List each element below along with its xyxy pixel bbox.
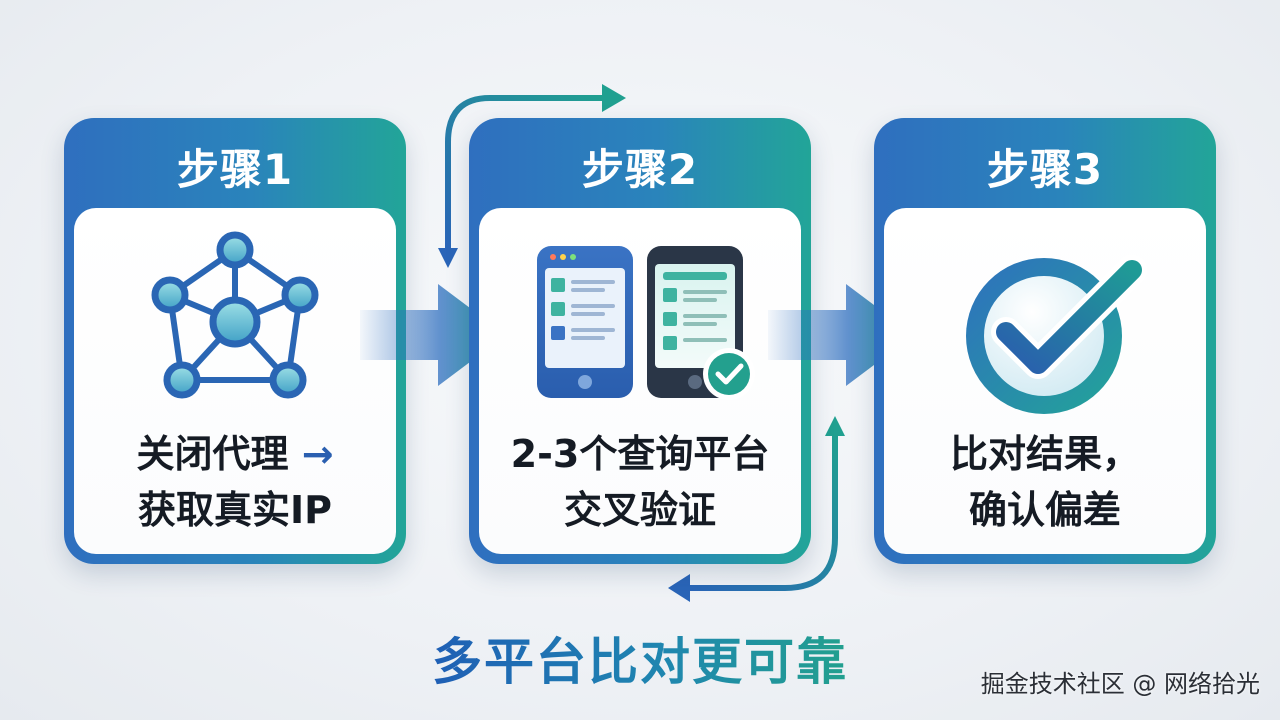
step-description: 比对结果， 确认偏差 <box>874 426 1216 538</box>
step-title: 步骤3 <box>986 145 1104 194</box>
step-card-2: 步骤2 <box>469 118 811 564</box>
step-card-1: 步骤1 关闭代理 → <box>64 118 406 564</box>
step-description: 2-3个查询平台 交叉验证 <box>469 426 811 538</box>
step-line-2: 交叉验证 <box>563 488 716 532</box>
two-phones-icon <box>537 246 755 400</box>
checkmark-circle-icon <box>966 255 1147 414</box>
loop-arrow-bottom <box>668 416 845 602</box>
step-line-1: 关闭代理 <box>136 432 289 476</box>
caption-text: 多平台比对更可靠 <box>432 633 848 691</box>
step-title: 步骤1 <box>176 145 294 194</box>
bottom-caption: 多平台比对更可靠 <box>0 622 1280 694</box>
loop-arrow-top <box>438 84 626 268</box>
step-title: 步骤2 <box>581 145 699 194</box>
step-line-1: 2-3个查询平台 <box>510 432 770 476</box>
arrow-right-icon: → <box>301 432 334 476</box>
step-card-3: 步骤3 比对结果， 确认偏差 <box>874 118 1216 564</box>
network-nodes-icon <box>151 231 319 399</box>
step-line-1: 比对结果， <box>949 432 1140 476</box>
step-description: 关闭代理 → 获取真实IP <box>64 426 406 538</box>
step-line-2: 确认偏差 <box>968 488 1121 532</box>
step-line-2: 获取真实IP <box>138 488 332 532</box>
watermark: 掘金技术社区 @ 网络拾光 <box>980 670 1260 698</box>
